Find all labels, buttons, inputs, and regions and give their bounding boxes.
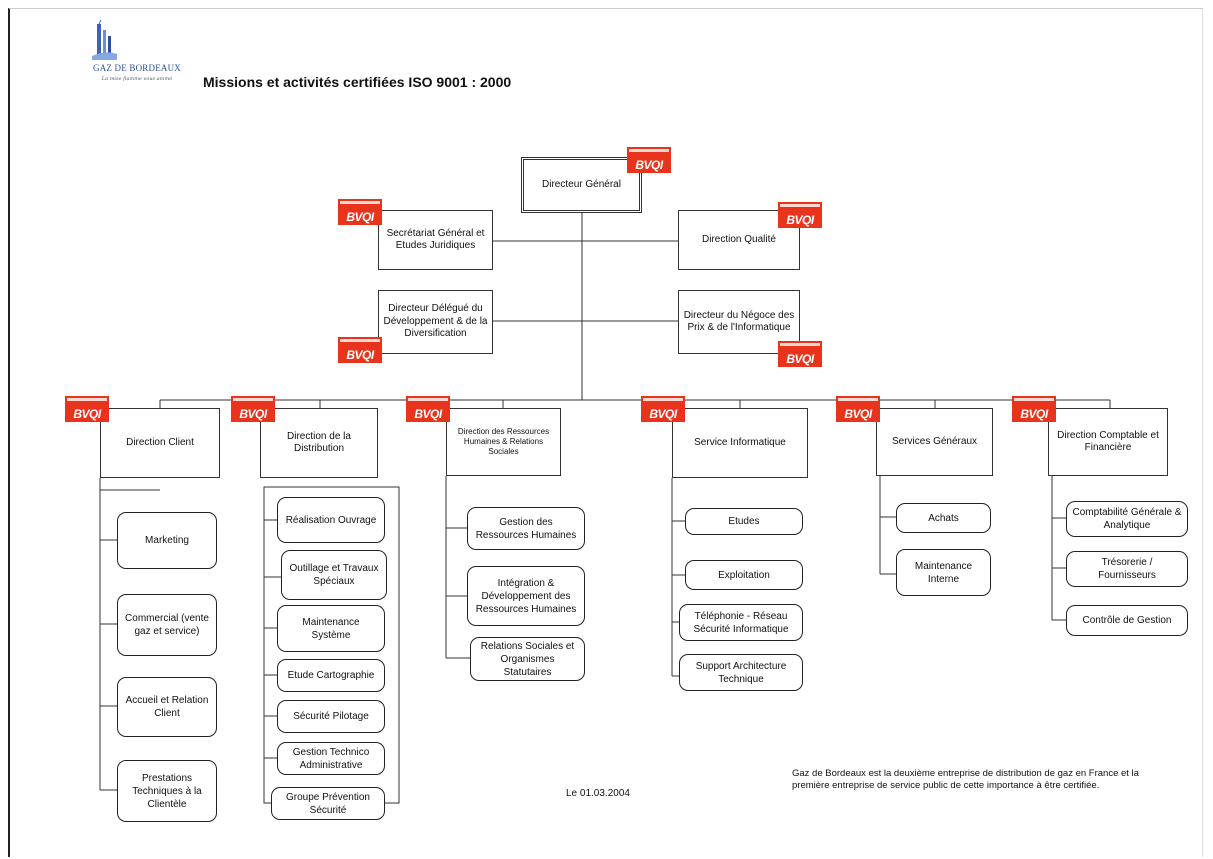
node-label: Comptabilité Générale & Analytique bbox=[1072, 507, 1182, 531]
certification-badge: BVQI bbox=[778, 202, 822, 228]
director-general-label: Directeur Général bbox=[542, 178, 621, 190]
node-label: Etude Cartographie bbox=[287, 670, 375, 681]
direction-distribution-box: Direction de la Distribution bbox=[260, 408, 378, 478]
direction-comptable-box: Direction Comptable et Financière bbox=[1048, 408, 1168, 476]
page-title: Missions et activités certifiées ISO 900… bbox=[203, 74, 512, 90]
distribution-child-gestion: Gestion Technico Administrative bbox=[277, 742, 385, 775]
node-label: Groupe Prévention Sécurité bbox=[286, 791, 370, 816]
node-label: Maintenance Système bbox=[302, 616, 360, 641]
client-child-commercial: Commercial (vente gaz et service) bbox=[117, 594, 217, 656]
node-label: Trésorerie / Fournisseurs bbox=[1098, 557, 1156, 581]
node-label: Outillage et Travaux Spéciaux bbox=[289, 563, 379, 587]
direction-rh-label: Direction des Ressources Humaines & Rela… bbox=[457, 427, 550, 456]
negoce-label: Directeur du Négoce des Prix & de l'Info… bbox=[683, 309, 795, 334]
certification-badge: BVQI bbox=[641, 396, 685, 422]
certification-badge: BVQI bbox=[65, 396, 109, 422]
negoce-box: Directeur du Négoce des Prix & de l'Info… bbox=[678, 290, 800, 354]
node-label: Achats bbox=[928, 512, 959, 524]
node-label: Téléphonie - Réseau Sécurité Informatiqu… bbox=[693, 610, 789, 635]
rh-child-gestion: Gestion des Ressources Humaines bbox=[467, 507, 585, 550]
informatique-child-support: Support Architecture Technique bbox=[679, 654, 803, 691]
director-general-box: Directeur Général bbox=[521, 157, 642, 213]
certification-badge: BVQI bbox=[406, 396, 450, 422]
certification-badge: BVQI bbox=[1012, 396, 1056, 422]
service-informatique-label: Service Informatique bbox=[694, 436, 786, 448]
services-generaux-label: Services Généraux bbox=[891, 435, 978, 447]
development-box: Directeur Délégué du Développement & de … bbox=[378, 290, 493, 354]
node-label: Réalisation Ouvrage bbox=[285, 514, 377, 526]
node-label: Etudes bbox=[728, 516, 760, 527]
informatique-child-etudes: Etudes bbox=[685, 508, 803, 535]
rh-child-integration: Intégration & Développement des Ressourc… bbox=[467, 566, 585, 626]
certification-badge: BVQI bbox=[338, 337, 382, 363]
node-label: Support Architecture Technique bbox=[695, 660, 787, 685]
node-label: Intégration & Développement des Ressourc… bbox=[475, 577, 577, 615]
flame-tower-icon bbox=[92, 19, 117, 60]
informatique-child-telephonie: Téléphonie - Réseau Sécurité Informatiqu… bbox=[679, 604, 803, 641]
comptable-child-controle: Contrôle de Gestion bbox=[1066, 605, 1188, 636]
informatique-child-exploitation: Exploitation bbox=[685, 560, 803, 590]
distribution-child-securite: Sécurité Pilotage bbox=[277, 700, 385, 733]
certification-badge: BVQI bbox=[627, 147, 671, 173]
node-label: Contrôle de Gestion bbox=[1082, 615, 1172, 626]
certification-badge: BVQI bbox=[231, 396, 275, 422]
distribution-child-outillage: Outillage et Travaux Spéciaux bbox=[281, 550, 387, 600]
node-label: Gestion des Ressources Humaines bbox=[475, 516, 577, 541]
certification-badge: BVQI bbox=[778, 341, 822, 367]
direction-rh-box: Direction des Ressources Humaines & Rela… bbox=[446, 408, 561, 476]
node-label: Marketing bbox=[145, 535, 189, 546]
node-label: Maintenance Interne bbox=[914, 560, 973, 585]
secretariat-box: Secrétariat Général et Etudes Juridiques bbox=[378, 210, 493, 270]
company-logo: GAZ DE BORDEAUX La mise flamme vous anim… bbox=[82, 19, 192, 98]
distribution-child-maintenance: Maintenance Système bbox=[277, 605, 385, 652]
comptable-child-tresorerie: Trésorerie / Fournisseurs bbox=[1066, 551, 1188, 587]
client-child-prestations: Prestations Techniques à la Clientèle bbox=[117, 760, 217, 822]
node-label: Commercial (vente gaz et service) bbox=[125, 613, 209, 637]
node-label: Sécurité Pilotage bbox=[293, 711, 369, 722]
secretariat-label: Secrétariat Général et Etudes Juridiques bbox=[386, 227, 485, 252]
certification-badge: BVQI bbox=[338, 199, 382, 225]
node-label: Exploitation bbox=[718, 569, 770, 581]
node-label: Prestations Techniques à la Clientèle bbox=[132, 772, 202, 810]
services-generaux-box: Services Généraux bbox=[876, 408, 993, 476]
distribution-child-groupe: Groupe Prévention Sécurité bbox=[271, 787, 385, 820]
footer-note: Gaz de Bordeaux est la deuxième entrepri… bbox=[792, 768, 1139, 791]
node-label: Accueil et Relation Client bbox=[125, 695, 209, 719]
generaux-child-achats: Achats bbox=[896, 503, 991, 533]
client-child-accueil: Accueil et Relation Client bbox=[117, 677, 217, 737]
node-label: Gestion Technico Administrative bbox=[292, 746, 370, 771]
distribution-child-realisation: Réalisation Ouvrage bbox=[277, 497, 385, 543]
client-child-marketing: Marketing bbox=[117, 512, 217, 569]
node-label: Relations Sociales et Organismes Statuta… bbox=[480, 640, 575, 678]
direction-comptable-label: Direction Comptable et Financière bbox=[1057, 429, 1159, 454]
direction-distribution-label: Direction de la Distribution bbox=[287, 430, 351, 455]
page-frame bbox=[8, 8, 1203, 857]
generaux-child-maintenance: Maintenance Interne bbox=[896, 549, 991, 596]
direction-client-box: Direction Client bbox=[100, 408, 220, 478]
distribution-child-cartographie: Etude Cartographie bbox=[277, 659, 385, 692]
certification-badge: BVQI bbox=[836, 396, 880, 422]
quality-label: Direction Qualité bbox=[702, 233, 776, 245]
document-date: Le 01.03.2004 bbox=[566, 788, 630, 799]
company-tagline: La mise flamme vous animé bbox=[101, 76, 173, 82]
rh-child-relations: Relations Sociales et Organismes Statuta… bbox=[470, 637, 585, 681]
company-name: GAZ DE BORDEAUX bbox=[93, 63, 181, 73]
direction-client-label: Direction Client bbox=[126, 436, 194, 448]
service-informatique-box: Service Informatique bbox=[672, 408, 808, 478]
development-label: Directeur Délégué du Développement & de … bbox=[383, 303, 488, 340]
comptable-child-comptabilite: Comptabilité Générale & Analytique bbox=[1066, 501, 1188, 537]
